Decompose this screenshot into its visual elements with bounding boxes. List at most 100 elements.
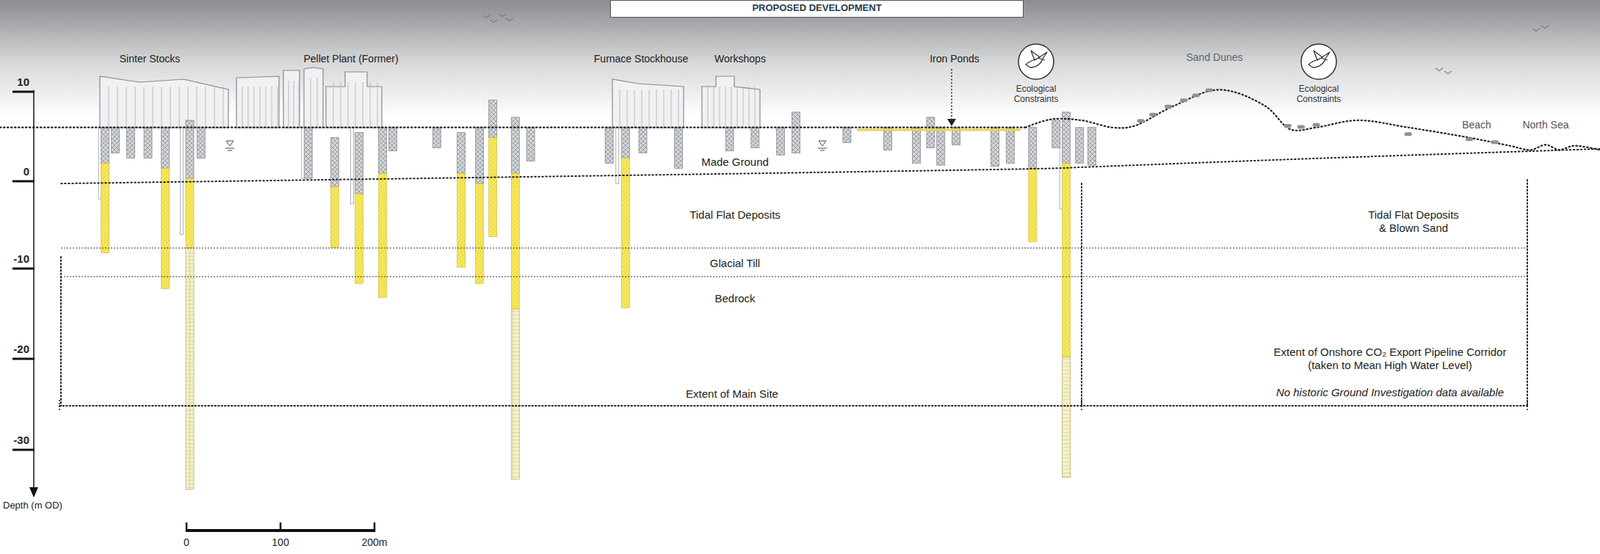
building-rib xyxy=(205,86,207,128)
building-rib xyxy=(143,86,145,128)
building-rib xyxy=(108,86,110,128)
place-label: Workshops xyxy=(714,52,766,66)
building-rib xyxy=(223,86,224,128)
building-rib xyxy=(719,86,721,128)
building-rib xyxy=(340,82,342,128)
dune-vegetation xyxy=(1179,98,1188,103)
deep-rock-core xyxy=(185,248,194,490)
title-box: PROPOSED DEVELOPMENT xyxy=(610,0,1024,18)
building-rib xyxy=(649,89,650,128)
place-label: Furnace Stockhouse xyxy=(594,52,689,66)
made-ground-core xyxy=(791,112,800,154)
dune-vegetation xyxy=(1164,105,1172,109)
building-rib xyxy=(248,86,249,128)
axis-tick xyxy=(12,449,35,452)
dune-vegetation xyxy=(1465,137,1473,141)
building-rib xyxy=(317,77,318,128)
ground-surface-line xyxy=(0,127,1026,129)
made-ground-core xyxy=(936,127,946,166)
building-rib xyxy=(259,86,261,128)
bird-icon xyxy=(1025,50,1048,68)
bird-symbol xyxy=(1541,25,1549,29)
axis-value: 10 xyxy=(16,75,30,89)
dune-vegetation xyxy=(1284,124,1292,128)
iron-pond-water xyxy=(856,129,1021,132)
constraint-label: Ecological Constraints xyxy=(1286,83,1352,106)
extent-boundary xyxy=(60,256,62,407)
pellet-plant-block xyxy=(326,71,382,128)
building-rib xyxy=(678,89,680,128)
extent-note: Extent of Onshore CO₂ Export Pipeline Co… xyxy=(1257,345,1523,373)
tidal-flat-core xyxy=(1062,163,1071,357)
made-ground-core xyxy=(161,127,170,169)
extent-boundary xyxy=(1526,179,1529,407)
extent-boundary xyxy=(59,405,1528,407)
title-text: PROPOSED DEVELOPMENT xyxy=(610,0,1023,16)
made-ground-core xyxy=(143,127,152,159)
pointer-head xyxy=(947,118,957,127)
made-ground-core xyxy=(1075,127,1084,164)
furnace-stockhouse-building xyxy=(612,79,684,128)
building-rib xyxy=(663,89,665,128)
made-ground-core xyxy=(1052,120,1061,149)
made-ground-core xyxy=(1087,127,1096,166)
made-ground-core xyxy=(1005,127,1015,164)
bird-symbol xyxy=(482,15,490,19)
pellet-plant-tower xyxy=(303,67,324,128)
building-rib xyxy=(126,86,128,128)
building-rib xyxy=(731,86,733,128)
extent-note: Extent of Main Site xyxy=(685,387,779,401)
building-rib xyxy=(355,82,357,128)
constraint-label: Ecological Constraints xyxy=(1003,83,1069,106)
made-ground-core xyxy=(605,127,614,164)
building-rib xyxy=(370,82,371,128)
water-table-symbol xyxy=(225,140,235,151)
building-rib xyxy=(161,86,163,128)
tidal-flat-core xyxy=(161,168,170,289)
constraint-circle xyxy=(1299,42,1338,81)
building-rib xyxy=(348,82,349,128)
workshops-building xyxy=(701,76,760,128)
axis-tick xyxy=(12,358,35,361)
building-rib xyxy=(254,86,255,128)
building-rib xyxy=(713,86,715,128)
building-rib xyxy=(214,86,216,128)
bird-symbol xyxy=(498,13,506,17)
building-rib xyxy=(333,82,335,128)
building-rib xyxy=(362,82,364,128)
bird-symbol xyxy=(1532,28,1540,32)
building-rib xyxy=(265,86,267,128)
made-ground-core xyxy=(725,127,734,152)
place-label: Iron Ponds xyxy=(929,52,980,66)
tidal-flat-core xyxy=(457,173,466,268)
tidal-flat-core xyxy=(475,183,484,284)
depth-axis xyxy=(33,90,35,491)
building-rib xyxy=(242,86,244,128)
made-ground-core xyxy=(526,127,535,162)
axis-value: 0 xyxy=(23,165,30,179)
building-rib xyxy=(627,89,628,128)
made-ground-core xyxy=(355,132,364,194)
made-ground-core xyxy=(457,132,466,175)
tidal-flat-core xyxy=(1028,168,1037,242)
made-ground-core xyxy=(926,117,935,149)
building-rib xyxy=(179,86,180,128)
tidal-flat-core xyxy=(489,138,498,238)
building-rib xyxy=(152,86,154,128)
extent-boundary xyxy=(1080,183,1083,407)
building-rib xyxy=(634,89,636,128)
depth-axis-arrow xyxy=(29,487,39,498)
scale-tick xyxy=(185,522,188,533)
made-ground-core xyxy=(511,117,520,174)
tidal-flat-core xyxy=(101,163,110,253)
building-rib xyxy=(298,80,300,128)
scale-tick xyxy=(373,522,376,533)
scale-value: 100 xyxy=(271,536,289,550)
extent-end-marker xyxy=(58,400,61,412)
sinter-stocks-building xyxy=(99,76,229,128)
axis-tick xyxy=(12,91,35,94)
building-rib xyxy=(135,86,136,128)
building-rib xyxy=(725,86,727,128)
building-rib xyxy=(170,86,172,128)
